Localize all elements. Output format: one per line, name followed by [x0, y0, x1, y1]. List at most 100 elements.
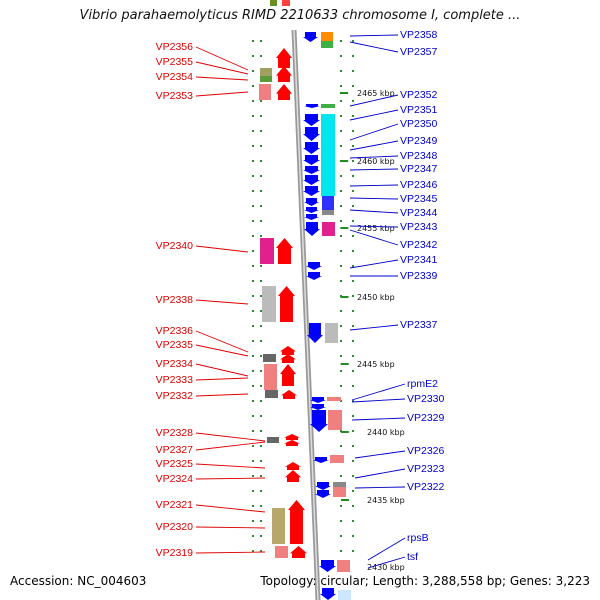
guide-dot — [252, 490, 254, 492]
reverse-gene-arrow — [310, 397, 326, 403]
reverse-gene-arrow — [306, 272, 322, 280]
leader-line — [195, 441, 266, 451]
gene-box — [275, 546, 288, 558]
guide-dot — [352, 325, 354, 327]
leader-line — [349, 259, 399, 269]
reverse-gene-arrow — [304, 198, 319, 206]
guide-dot — [340, 145, 342, 147]
reverse-gene-arrow — [303, 155, 320, 165]
leader-line — [349, 168, 399, 171]
forward-gene-arrow — [276, 238, 293, 264]
guide-dot — [260, 325, 262, 327]
leader-line — [349, 229, 399, 246]
tick-label: 2455 kbp — [357, 224, 395, 233]
tick-label: 2445 kbp — [357, 360, 395, 369]
forward-gene-arrow — [288, 500, 305, 544]
reverse-gene-arrow — [304, 214, 319, 220]
gene-box — [321, 41, 333, 48]
tick-label: 2435 kbp — [367, 496, 405, 505]
leader-line — [367, 556, 406, 569]
tick-label: 2465 kbp — [357, 89, 395, 98]
leader-line — [349, 225, 399, 228]
gene-label-vp2334: VP2334 — [156, 358, 194, 370]
guide-dot — [340, 340, 342, 342]
guide-dot — [260, 175, 262, 177]
guide-dot — [352, 310, 354, 312]
guide-dot — [352, 220, 354, 222]
guide-dot — [352, 370, 354, 372]
guide-dot — [352, 445, 354, 447]
guide-dot — [260, 55, 262, 57]
leader-line — [195, 432, 266, 442]
guide-dot — [352, 535, 354, 537]
forward-gene-arrow — [281, 390, 297, 399]
gene-box — [270, 0, 277, 6]
leader-line — [195, 463, 266, 469]
reverse-gene-arrow — [315, 482, 331, 490]
leader-line — [351, 398, 406, 403]
tick-label: 2460 kbp — [357, 157, 395, 166]
reverse-gene-arrow — [319, 560, 336, 572]
guide-dot — [260, 340, 262, 342]
leader-line — [195, 526, 266, 529]
leader-line — [354, 468, 406, 479]
guide-dot — [252, 55, 254, 57]
leader-line — [195, 91, 249, 97]
guide-dot — [252, 310, 254, 312]
gene-box — [264, 364, 277, 390]
leader-line — [195, 46, 249, 71]
guide-dot — [340, 520, 342, 522]
guide-dot — [260, 220, 262, 222]
guide-dot — [352, 490, 354, 492]
leader-line — [195, 245, 249, 253]
guide-dot — [352, 190, 354, 192]
gene-box — [330, 455, 344, 463]
guide-dot — [352, 205, 354, 207]
gene-label-vp2320: VP2320 — [156, 521, 194, 533]
gene-label-vp2348: VP2348 — [400, 150, 438, 162]
guide-dot — [352, 295, 354, 297]
guide-dot — [252, 265, 254, 267]
guide-dot — [352, 550, 354, 552]
reverse-gene-arrow — [306, 262, 322, 270]
gene-box — [322, 210, 334, 215]
leader-line — [195, 504, 266, 513]
guide-dot — [352, 280, 354, 282]
guide-dot — [252, 400, 254, 402]
reverse-gene-arrow — [320, 588, 336, 600]
gene-label-vp2349: VP2349 — [400, 135, 438, 147]
guide-dot — [340, 475, 342, 477]
leader-line — [195, 61, 249, 75]
accession-text: Accession: NC_004603 — [10, 574, 147, 588]
guide-dot — [252, 70, 254, 72]
guide-dot — [252, 355, 254, 357]
forward-gene-arrow — [285, 462, 301, 470]
guide-dot — [252, 445, 254, 447]
guide-dot — [252, 190, 254, 192]
gene-label-vp2356: VP2356 — [156, 41, 194, 53]
guide-dot — [252, 280, 254, 282]
gene-label-rpme2: rpmE2 — [407, 378, 438, 390]
guide-dot — [260, 535, 262, 537]
gene-label-vp2338: VP2338 — [156, 294, 194, 306]
gene-box — [322, 196, 334, 210]
reverse-gene-arrow — [310, 410, 328, 432]
guide-dot — [340, 250, 342, 252]
reverse-gene-arrow — [303, 142, 320, 154]
gene-label-vp2332: VP2332 — [156, 390, 194, 402]
gene-box — [282, 0, 290, 6]
leader-line — [195, 330, 249, 353]
guide-dot — [260, 235, 262, 237]
forward-gene-arrow — [284, 440, 300, 446]
gene-label-vp2355: VP2355 — [156, 56, 194, 68]
guide-dot — [252, 220, 254, 222]
guide-dot — [340, 130, 342, 132]
forward-gene-arrow — [276, 48, 292, 68]
leader-line — [349, 197, 399, 200]
guide-dot — [252, 40, 254, 42]
gene-label-vp2319: VP2319 — [156, 547, 194, 559]
reverse-gene-arrow — [303, 175, 320, 185]
gene-box — [272, 508, 285, 544]
forward-gene-arrow — [276, 84, 292, 100]
guide-dot — [340, 205, 342, 207]
